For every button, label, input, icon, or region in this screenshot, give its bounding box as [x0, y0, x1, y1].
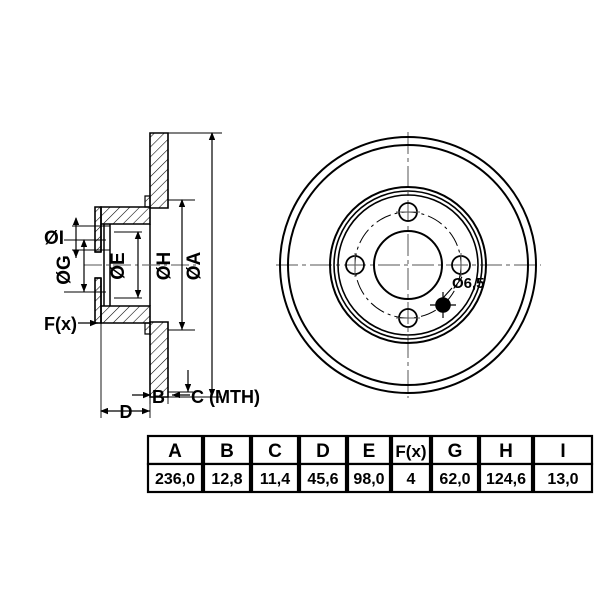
dia-a-label: ØA	[184, 251, 205, 280]
hat-web-upper	[100, 206, 151, 225]
table-value-cell	[346, 462, 392, 494]
dia-h-label: ØH	[154, 252, 175, 281]
table-header-label: C	[268, 441, 282, 462]
callout-fx: F(x)	[44, 314, 98, 334]
table-header-cell	[478, 434, 534, 466]
hat-outer-ring-3	[337, 194, 479, 336]
table-header-label: A	[168, 441, 182, 462]
hat-outer-ring-1	[329, 186, 487, 344]
c-mth-label: C (MTH)	[191, 387, 260, 407]
dimension-dia-e: ØE	[108, 231, 142, 299]
disc-ring-upper	[149, 132, 169, 209]
locator-leader-line	[442, 287, 453, 299]
table-header-label: D	[316, 441, 330, 462]
hub-collar-lower	[94, 277, 102, 324]
table-header-cell	[202, 434, 252, 466]
table-header-cell	[532, 434, 594, 466]
table-header-cell	[298, 434, 348, 466]
dimension-c-mth: C (MTH)	[168, 370, 260, 407]
table-value-label: 45,6	[307, 471, 338, 488]
table-value-cell	[146, 462, 204, 494]
hat-outer-ring-2	[333, 190, 483, 340]
table-value-label: 12,8	[211, 471, 242, 488]
table-value-cell	[532, 462, 594, 494]
table-value-label: 13,0	[547, 471, 578, 488]
dimension-dia-g: ØG	[54, 239, 106, 293]
table-value-label: 62,0	[439, 471, 470, 488]
table-value-row: 236,0 12,8 11,4 45,6 98,0 4 62,0 124,6 1…	[146, 462, 594, 494]
table-value-cell	[202, 462, 252, 494]
disc-ring-lower	[149, 321, 169, 398]
hat-web-lower	[100, 305, 151, 324]
table-value-cell	[430, 462, 480, 494]
table-header-cell	[146, 434, 204, 466]
table-header-label: I	[560, 441, 565, 462]
table-header-label: B	[220, 441, 234, 462]
table-value-cell	[298, 462, 348, 494]
table-value-cell	[390, 462, 432, 494]
dia-e-label: ØE	[108, 252, 129, 279]
dimension-dia-i: ØI	[44, 217, 110, 258]
d-label: D	[120, 402, 133, 422]
table-header-label: G	[448, 441, 463, 462]
table-header-cell	[346, 434, 392, 466]
table-value-label: 124,6	[486, 471, 526, 488]
hat-step-lower	[144, 322, 151, 335]
table-header-label: F(x)	[395, 442, 426, 461]
table-value-cell	[250, 462, 300, 494]
table-value-label: 4	[407, 471, 416, 488]
locator-hole-label: Ø6,5	[452, 275, 485, 292]
dimension-dia-h: ØH	[154, 199, 195, 331]
disc-outer-edge	[279, 136, 537, 394]
table-value-label: 236,0	[155, 471, 195, 488]
table-header-label: E	[363, 441, 376, 462]
table-value-label: 98,0	[353, 471, 384, 488]
dimension-d: D	[100, 323, 151, 422]
table-header-row: A B C D E F(x) G H I	[146, 434, 594, 466]
front-view-geometry: Ø6,5	[276, 132, 541, 398]
table-value-label: 11,4	[260, 471, 290, 488]
hub-collar-upper	[94, 206, 102, 253]
bolt-hole-group	[345, 202, 471, 328]
locator-hole-group: Ø6,5	[430, 275, 485, 318]
fx-label: F(x)	[44, 314, 77, 334]
table-header-label: H	[499, 441, 513, 462]
hat-step-upper	[144, 195, 151, 208]
specification-table: A B C D E F(x) G H I	[146, 434, 594, 494]
dia-i-label: ØI	[44, 228, 64, 249]
dia-g-label: ØG	[54, 255, 75, 285]
table-value-cell	[478, 462, 534, 494]
b-label: B	[152, 387, 165, 407]
disc-friction-edge	[287, 144, 529, 386]
center-bore	[373, 230, 443, 300]
dimension-dia-a: ØA	[168, 132, 222, 398]
